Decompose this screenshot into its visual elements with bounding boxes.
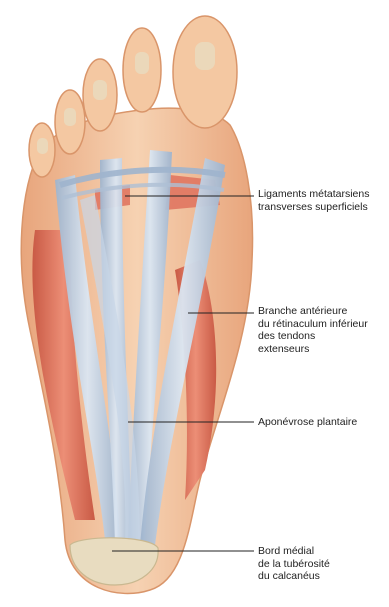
label-branche: Branche antérieure du rétinaculum inféri…	[258, 305, 368, 355]
toe-big	[173, 16, 237, 128]
label-aponevrose: Aponévrose plantaire	[258, 416, 357, 429]
label-bord: Bord médial de la tubérosité du calcanéu…	[258, 545, 330, 583]
label-ligaments: Ligaments métatarsiens transverses super…	[258, 188, 369, 213]
